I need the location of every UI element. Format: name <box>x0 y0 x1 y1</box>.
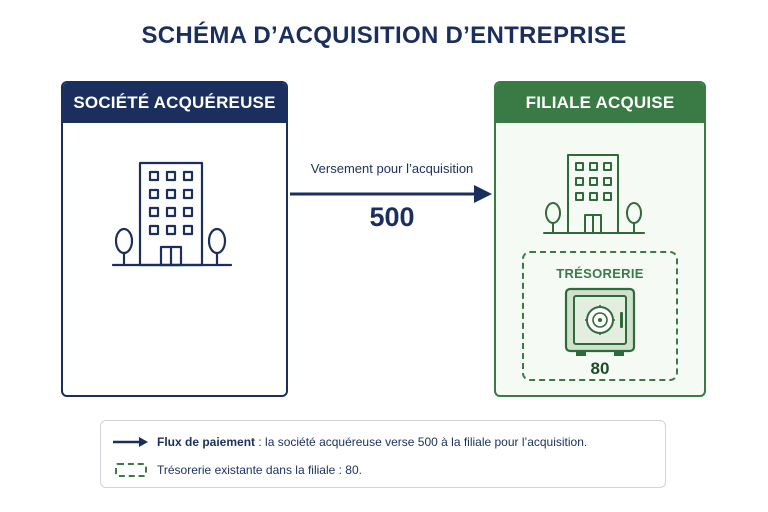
legend-treasury-text: Trésorerie existante dans la filiale : 8… <box>157 463 362 477</box>
acquirer-box: SOCIÉTÉ ACQUÉREUSE <box>61 81 288 397</box>
building-icon <box>543 154 645 234</box>
safe-icon <box>564 287 636 356</box>
page-title: SCHÉMA D’ACQUISITION D’ENTREPRISE <box>141 22 627 49</box>
arrow-right-icon <box>290 185 492 203</box>
payment-value: 500 <box>369 202 415 232</box>
treasury-value: 80 <box>590 359 610 378</box>
subsidiary-header: FILIALE ACQUISE <box>496 83 704 123</box>
legend: Flux de paiement : la société acquéreuse… <box>100 420 666 488</box>
treasury-box: TRÉSORERIE 80 <box>522 251 678 381</box>
legend-payment-row: Flux de paiement : la société acquéreuse… <box>113 432 587 452</box>
arrow-right-icon <box>113 437 148 447</box>
payment-flow: Versement pour l’acquisition 500 <box>290 150 494 240</box>
treasury-label: TRÉSORERIE <box>556 266 644 281</box>
payment-label: Versement pour l’acquisition <box>310 161 474 176</box>
legend-payment-desc: : la société acquéreuse verse 500 à la f… <box>255 435 588 449</box>
acquirer-header: SOCIÉTÉ ACQUÉREUSE <box>63 83 286 123</box>
legend-treasury-row: Trésorerie existante dans la filiale : 8… <box>113 460 362 480</box>
legend-payment-text: Flux de paiement : la société acquéreuse… <box>157 435 587 449</box>
subsidiary-box: FILIALE ACQUISE TRÉSORERIE <box>494 81 706 397</box>
legend-payment-bold: Flux de paiement <box>157 435 256 449</box>
building-icon <box>111 161 233 267</box>
dashed-box-swatch <box>115 463 147 477</box>
